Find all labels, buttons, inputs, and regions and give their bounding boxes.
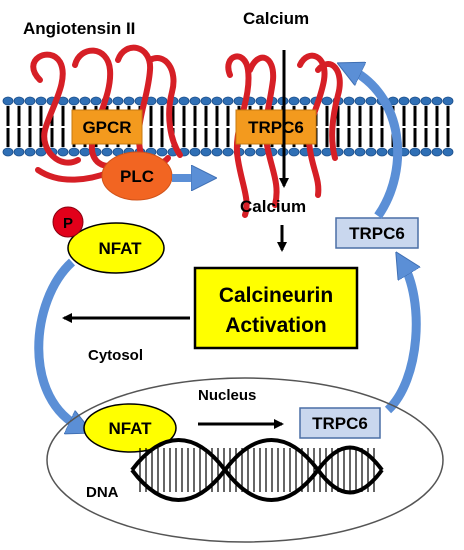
lipid-head xyxy=(68,96,80,106)
lipid-head xyxy=(409,96,421,106)
lipid-head xyxy=(79,96,91,106)
lipid-head xyxy=(189,147,201,157)
lipid-head xyxy=(420,147,432,157)
cytosol-label: Cytosol xyxy=(88,347,143,364)
lipid-head xyxy=(343,96,355,106)
lipid-head xyxy=(90,96,102,106)
nucleus-outline xyxy=(46,377,444,543)
gpcr-box xyxy=(71,109,143,145)
calcineurin-label-line2: Activation xyxy=(225,314,327,337)
lipid-head xyxy=(222,96,234,106)
dna-helix xyxy=(130,438,384,502)
lipid-head xyxy=(442,96,454,106)
nfat-translocation-arrow xyxy=(34,258,82,428)
lipid-head xyxy=(24,147,36,157)
lipid-head xyxy=(354,147,366,157)
lipid-head xyxy=(354,96,366,106)
nucleus-label: Nucleus xyxy=(198,387,256,404)
lipid-head xyxy=(35,96,47,106)
lipid-head xyxy=(13,96,25,106)
lipid-head xyxy=(255,147,267,157)
trpc6-side-box xyxy=(335,217,419,249)
lipid-head xyxy=(200,96,212,106)
lipid-head xyxy=(156,96,168,106)
lipid-head xyxy=(123,96,135,106)
lipid-head xyxy=(2,96,14,106)
gpcr-receptor-coils xyxy=(30,44,183,183)
angiotensin-label: Angiotensin II xyxy=(23,19,135,38)
calcium-top-label: Calcium xyxy=(243,9,309,28)
lipid-head xyxy=(112,96,124,106)
lipid-head xyxy=(211,147,223,157)
lipid-head xyxy=(442,147,454,157)
lipid-head xyxy=(101,147,113,157)
plc-label: PLC xyxy=(120,167,154,186)
lipid-head xyxy=(288,147,300,157)
lipid-head xyxy=(211,96,223,106)
nfat-cytosol-label: NFAT xyxy=(98,239,142,258)
trpc6-membrane-label: TRPC6 xyxy=(248,118,304,137)
trpc6-side-label: TRPC6 xyxy=(349,224,405,243)
nfat-nucleus-ellipse xyxy=(83,403,177,453)
gpcr-label: GPCR xyxy=(82,118,131,137)
lipid-head xyxy=(321,96,333,106)
lipid-head xyxy=(431,96,443,106)
lipid-head xyxy=(178,96,190,106)
lipid-head xyxy=(365,96,377,106)
lipid-head xyxy=(376,147,388,157)
phosphate-label: P xyxy=(63,215,73,232)
lipid-head xyxy=(398,96,410,106)
trpc6-nucleus-label: TRPC6 xyxy=(312,414,368,433)
lipid-head xyxy=(343,147,355,157)
lipid-head xyxy=(409,147,421,157)
trpc6-membrane-box xyxy=(235,109,317,145)
calcineurin-box xyxy=(193,266,359,350)
lipid-head xyxy=(13,147,25,157)
lipid-head xyxy=(255,96,267,106)
lipid-head xyxy=(2,147,14,157)
lipid-head xyxy=(288,96,300,106)
lipid-head xyxy=(189,96,201,106)
lipid-head xyxy=(244,147,256,157)
lipid-head xyxy=(57,147,69,157)
trpc6-nucleus-box xyxy=(299,407,381,439)
nfat-nucleus-label: NFAT xyxy=(108,419,152,438)
dna-label: DNA xyxy=(86,484,119,501)
trpc6-expression-arrow xyxy=(384,262,421,414)
trpc6-trafficking-arrow xyxy=(348,68,403,219)
nfat-cytosol-ellipse xyxy=(67,222,165,274)
calcium-mid-label: Calcium xyxy=(240,197,306,216)
phosphate-circle xyxy=(52,206,84,238)
lipid-head xyxy=(222,147,234,157)
lipid-head xyxy=(420,96,432,106)
lipid-head xyxy=(79,147,91,157)
lipid-head xyxy=(299,96,311,106)
lipid-head xyxy=(24,96,36,106)
lipid-head xyxy=(68,147,80,157)
lipid-head xyxy=(431,147,443,157)
lipid-head xyxy=(200,147,212,157)
calcineurin-label-line1: Calcineurin xyxy=(219,284,333,307)
lipid-head xyxy=(156,147,168,157)
lipid-head xyxy=(365,147,377,157)
